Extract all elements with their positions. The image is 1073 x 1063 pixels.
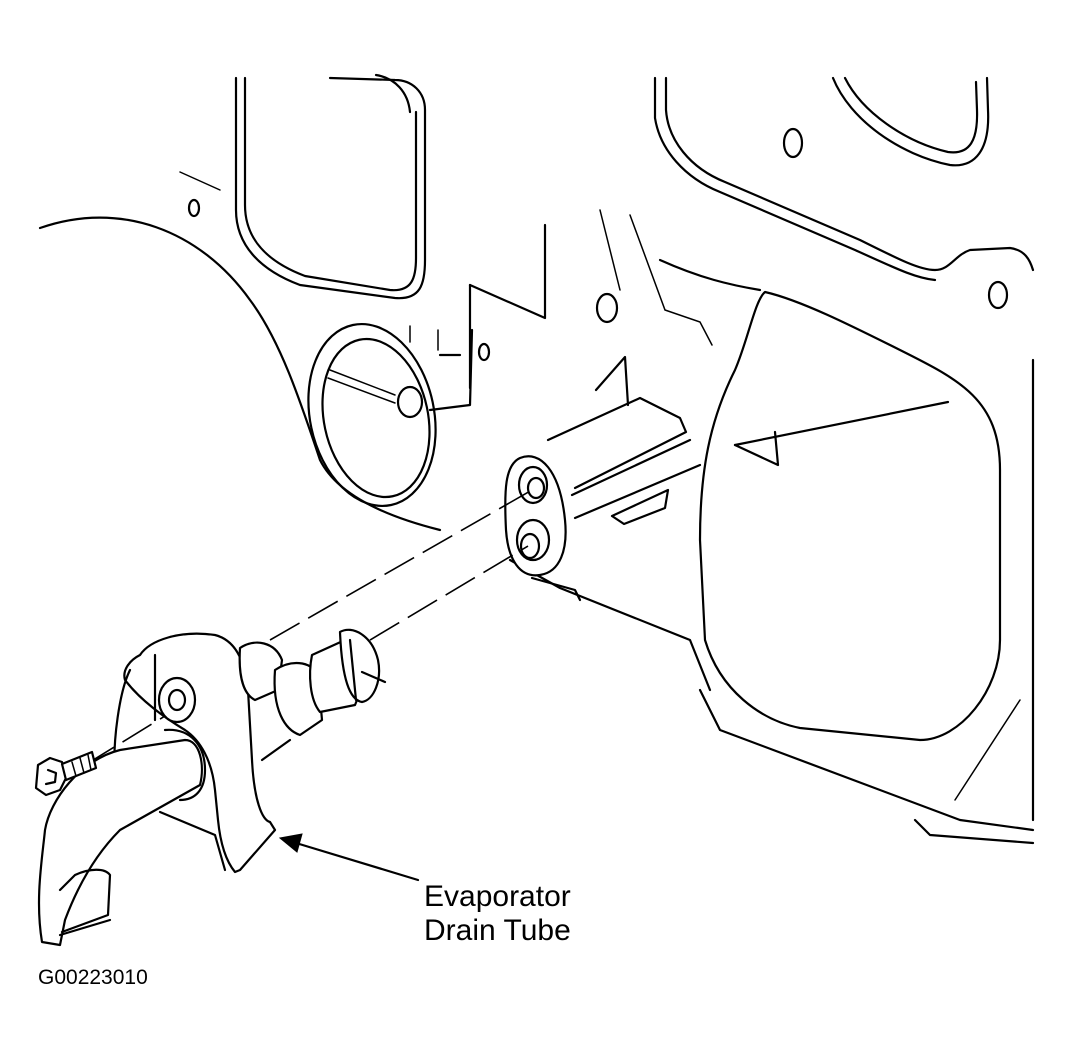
dash-housing-right xyxy=(653,76,1035,310)
callout-label-line2: Drain Tube xyxy=(424,914,571,947)
bolt xyxy=(34,750,98,797)
drain-tube xyxy=(37,628,387,947)
heater-core-port xyxy=(307,322,474,508)
callout-label-line1: Evaporator xyxy=(424,880,571,913)
housing-frame xyxy=(409,209,713,390)
alignment-lines xyxy=(84,489,533,766)
access-panel xyxy=(698,290,1035,845)
callout-leader-arrow xyxy=(278,833,420,882)
dash-housing-left xyxy=(38,73,442,532)
figure-id: G00223010 xyxy=(38,966,148,989)
callout-label: Evaporator Drain Tube xyxy=(424,880,571,948)
drain-fitting xyxy=(504,455,567,577)
